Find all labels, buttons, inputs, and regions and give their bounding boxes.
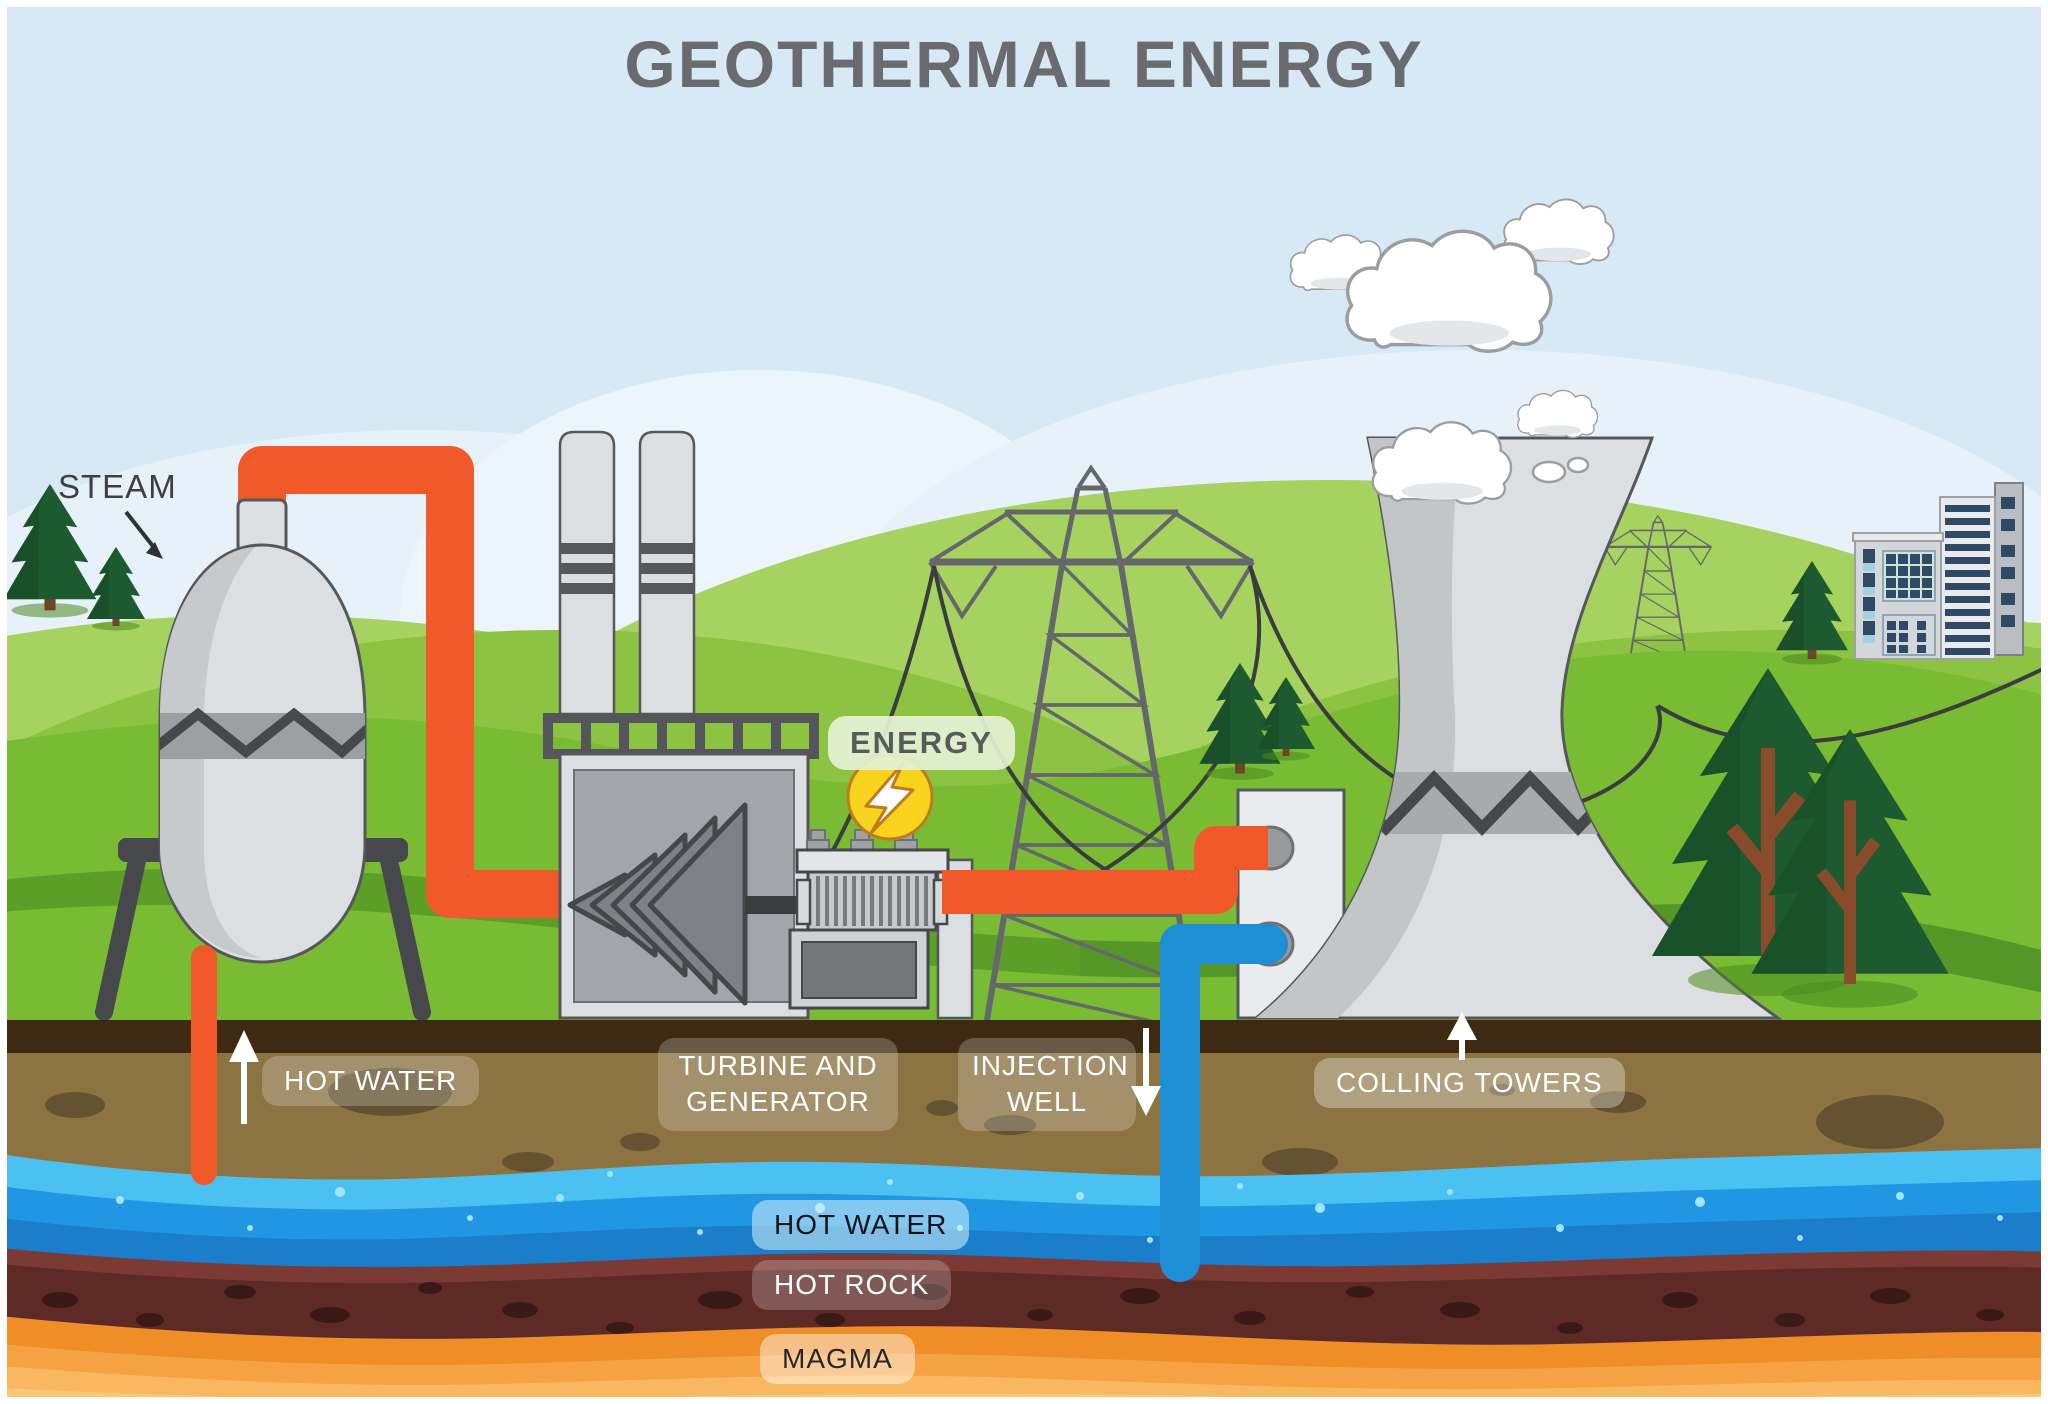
turbine-generator-label: TURBINE AND GENERATOR bbox=[658, 1038, 898, 1131]
chimney-stripes bbox=[560, 543, 694, 594]
steam-clouds bbox=[1289, 198, 1615, 505]
cooling-towers-label: COLLING TOWERS bbox=[1314, 1058, 1625, 1108]
hot-pipe-to-cooling-tower bbox=[942, 826, 1268, 914]
magma-layer-label: MAGMA bbox=[760, 1334, 915, 1384]
steam-pipe bbox=[238, 446, 564, 918]
rock-pebbles bbox=[42, 1282, 2004, 1334]
steam-label: STEAM bbox=[58, 468, 177, 505]
injection-well-label: INJECTION WELL bbox=[958, 1038, 1136, 1131]
steam-pointer-arrow-icon bbox=[124, 510, 163, 559]
flow-arrows bbox=[229, 1012, 1477, 1124]
up-arrow-icon bbox=[1447, 1012, 1477, 1060]
soil-rocks bbox=[45, 1068, 1944, 1176]
city-buildings bbox=[1852, 482, 2024, 660]
steam-separator-tank bbox=[95, 498, 431, 1021]
generator bbox=[788, 829, 950, 1010]
turbine-building bbox=[543, 430, 974, 1020]
page-title: GEOTHERMAL ENERGY bbox=[624, 27, 1424, 101]
lightning-bolt-icon bbox=[864, 761, 915, 835]
injection-well-pipe bbox=[1160, 924, 1288, 1282]
energy-label: ENERGY bbox=[828, 716, 1015, 770]
underground-layers bbox=[0, 1020, 2048, 1404]
hot-rock-layer-label: HOT ROCK bbox=[752, 1260, 952, 1310]
down-arrow-icon bbox=[1131, 1028, 1161, 1116]
large-pine-trees bbox=[1652, 668, 1949, 1008]
hot-water-well-label: HOT WATER bbox=[262, 1056, 480, 1106]
energy-badge bbox=[846, 753, 934, 841]
up-arrow-icon bbox=[229, 1030, 259, 1124]
hot-water-layer-label: HOT WATER bbox=[752, 1200, 970, 1250]
